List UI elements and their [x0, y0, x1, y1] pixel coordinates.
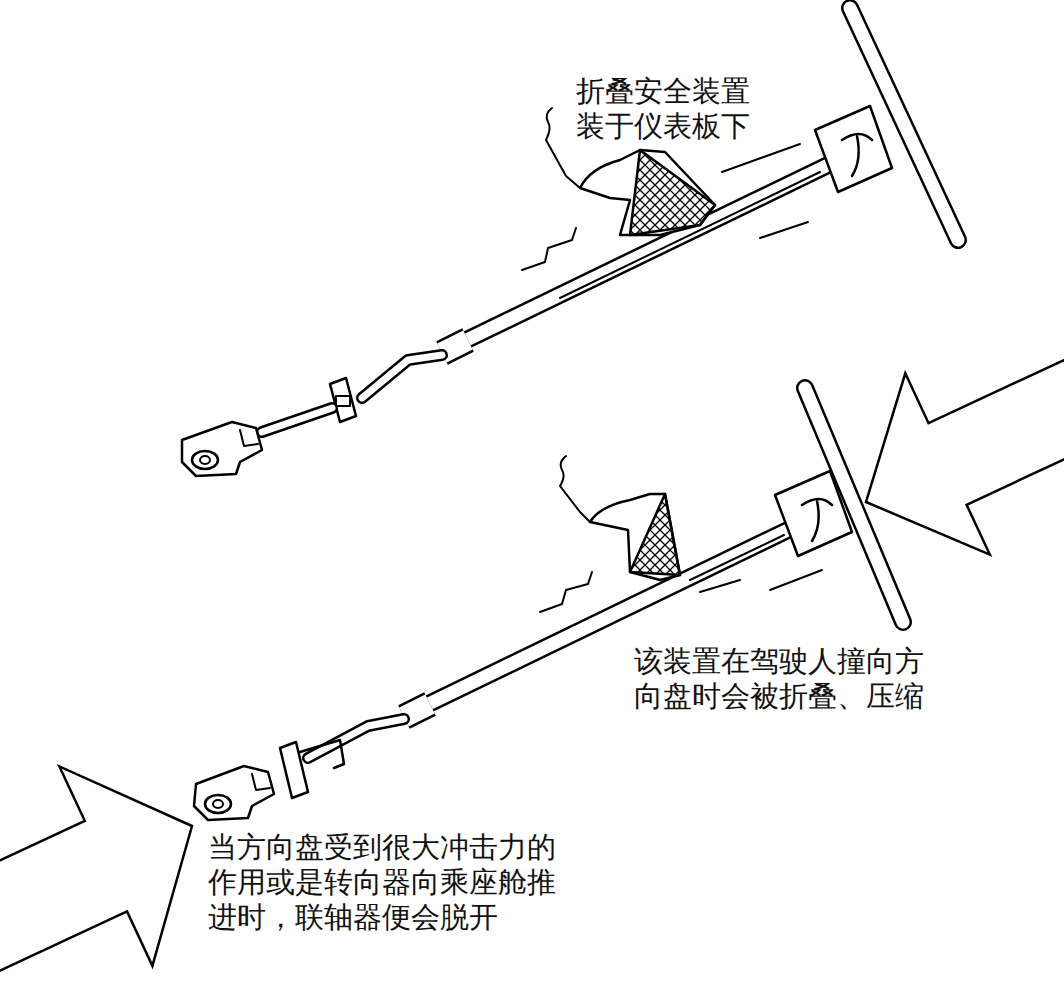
callout-text: 当方向盘受到很大冲击力的 作用或是转向器向乘座舱推 进时，联轴器便会脱开: [208, 830, 568, 935]
callout-text: 该装置在驾驶人撞向方 向盘时会被折叠、压缩: [634, 644, 934, 714]
callout-text: 折叠安全装置 装于仪表板下: [576, 74, 761, 144]
